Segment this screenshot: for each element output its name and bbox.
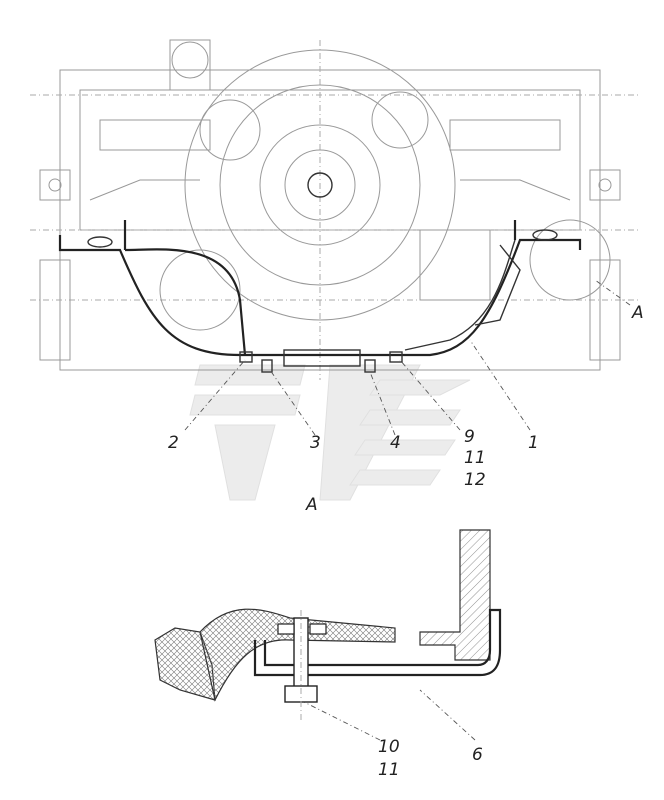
label-6: 6 [472,745,483,765]
engine-frame-background [30,39,640,380]
label-9: 9 [464,427,475,447]
label-a-side: A [631,303,644,323]
label-3: 3 [310,433,321,453]
label-a-bottom: A [305,495,318,515]
label-10: 10 [378,737,400,757]
label-11-top: 11 [464,448,486,468]
callout-labels: 2 3 4 9 11 12 1 A A 10 11 6 [168,303,644,780]
watermark-logo [189,364,471,501]
leader-lines [184,279,631,741]
label-2: 2 [168,433,179,453]
protective-tray-part-1 [58,220,582,373]
detail-view-a [154,529,502,720]
label-12: 12 [464,470,486,490]
label-4: 4 [390,433,401,453]
label-1: 1 [528,433,539,453]
label-11-bottom: 11 [378,760,400,780]
